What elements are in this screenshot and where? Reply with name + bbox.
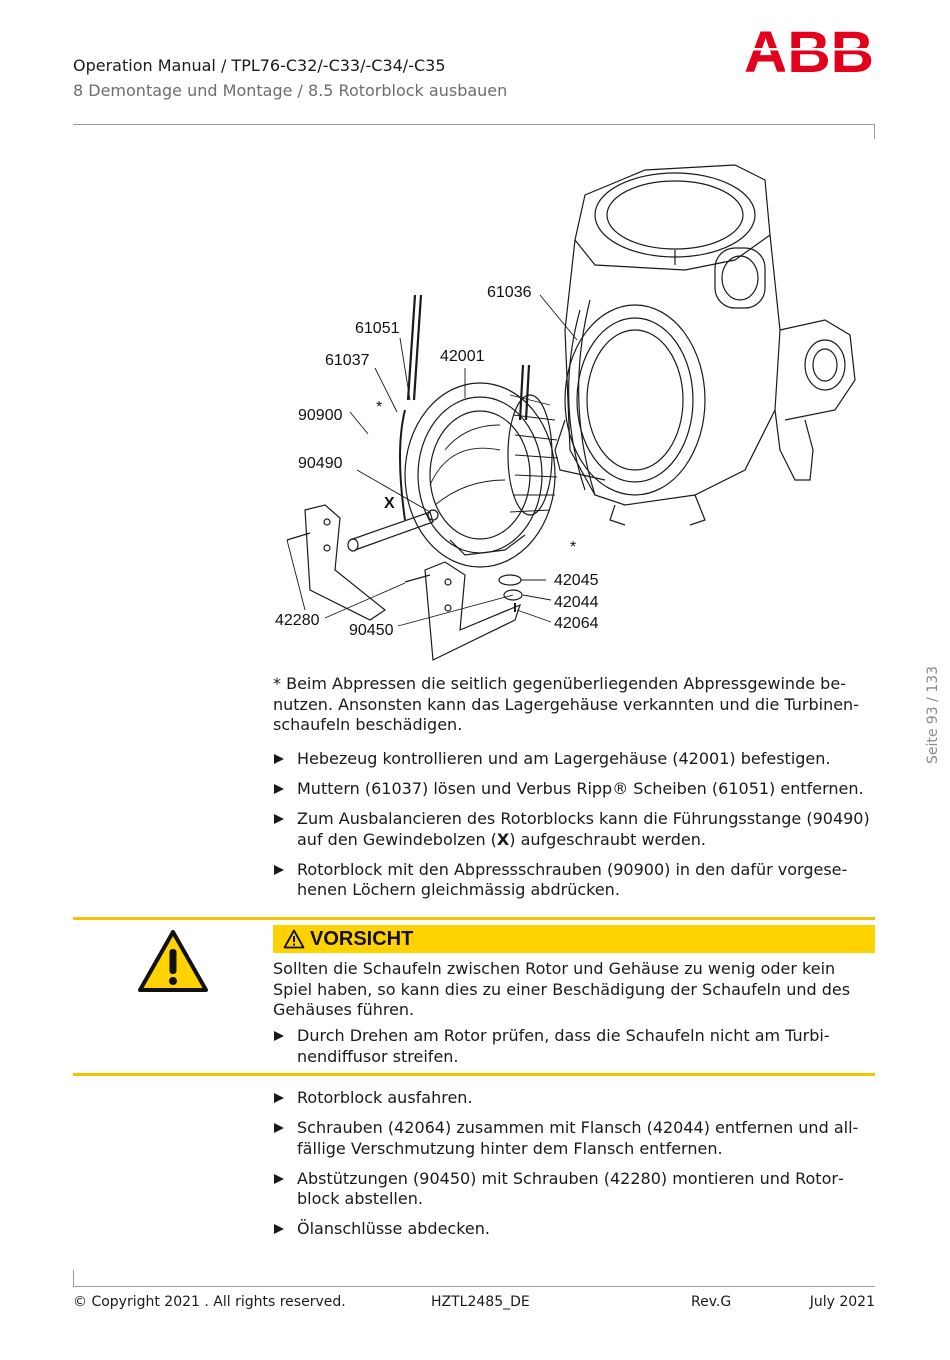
warning-bottom-rule [73, 1073, 875, 1076]
bullet-arrow-icon [274, 864, 284, 875]
bullet-arrow-icon [274, 1123, 284, 1133]
lifting-chain-drawing [406, 294, 531, 421]
callout-42044: 42044 [554, 594, 599, 611]
guide-rod-drawing [347, 509, 439, 552]
list-item: Ölanschlüsse abdecken. [273, 1219, 875, 1240]
warning-top-rule [73, 917, 875, 920]
header-rule-tick [874, 124, 875, 139]
list-item: Zum Ausbalancieren des Rotorblocks kann … [273, 809, 875, 850]
bullet-arrow-icon [274, 1031, 284, 1041]
list-item: Abstützungen (90450) mit Schrauben (4228… [273, 1169, 875, 1210]
support-right-drawing [404, 561, 521, 661]
footer-date: July 2021 [809, 1294, 875, 1310]
callout-x: X [384, 495, 395, 512]
bullet-arrow-icon [274, 1173, 284, 1184]
bullet-arrow-icon [274, 1224, 284, 1234]
callout-61051: 61051 [355, 320, 400, 337]
callout-42280: 42280 [275, 612, 320, 629]
bullet-arrow-icon [274, 1093, 284, 1103]
callout-42001: 42001 [440, 348, 485, 365]
warning-label: VORSICHT [310, 927, 414, 950]
callout-90450: 90450 [349, 622, 394, 639]
callout-42045: 42045 [554, 572, 599, 589]
page-number: Seite 93 / 133 [925, 665, 941, 765]
callout-61036: 61036 [487, 284, 532, 301]
instruction-list-1: Hebezeug kontrollieren und am Lagergehäu… [273, 749, 875, 910]
list-item: Rotorblock ausfahren. [273, 1088, 875, 1109]
callout-61037: 61037 [325, 352, 370, 369]
footer-rule [73, 1286, 875, 1287]
abb-logo: ABB [743, 25, 875, 75]
list-item: Durch Drehen am Rotor prüfen, dass die S… [273, 1026, 875, 1067]
callout-star-right: * [570, 539, 576, 556]
warning-instruction-list: Durch Drehen am Rotor prüfen, dass die S… [273, 1026, 875, 1077]
bullet-arrow-icon [274, 754, 284, 764]
document-title: Operation Manual / TPL76-C32/-C33/-C34/-… [73, 56, 446, 75]
list-item: Hebezeug kontrollieren und am Lagergehäu… [273, 749, 875, 770]
list-item: Rotorblock mit den Abpressschrauben (909… [273, 860, 875, 901]
warning-text: Sollten die Schaufeln zwischen Rotor und… [273, 959, 851, 1019]
instruction-list-2: Rotorblock ausfahren. Schrauben (42064) … [273, 1088, 875, 1249]
list-item: Muttern (61037) lösen und Verbus Ripp® S… [273, 779, 875, 800]
footer-rule-tick [73, 1270, 74, 1286]
footer-doc-id: HZTL2485_DE [431, 1294, 530, 1310]
bullet-arrow-icon [274, 814, 284, 824]
callout-90490: 90490 [298, 455, 343, 472]
rotor-block-figure: 61036 61051 61037 42001 90900 90490 X * … [265, 150, 875, 670]
rotor-block-assembly-drawing [399, 382, 559, 568]
warning-small-icon [283, 929, 305, 949]
support-left-drawing [286, 504, 387, 621]
section-breadcrumb: 8 Demontage und Montage / 8.5 Rotorblock… [73, 81, 508, 100]
header-rule [73, 124, 875, 125]
callout-leaders [286, 294, 578, 627]
list-item: Schrauben (42064) zusammen mit Flansch (… [273, 1118, 875, 1159]
warning-triangle-icon [138, 930, 208, 992]
callout-star-top: * [376, 399, 382, 416]
callout-90900: 90900 [298, 407, 343, 424]
rotor-block-drawing: 61036 61051 61037 42001 90900 90490 X * … [275, 164, 856, 661]
callout-42064: 42064 [554, 615, 599, 632]
warning-header: VORSICHT [273, 925, 875, 953]
flange-parts-drawing [498, 574, 523, 612]
footer-revision: Rev.G [691, 1294, 732, 1310]
footer-copyright: © Copyright 2021 . All rights reserved. [73, 1294, 346, 1310]
figure-note: * Beim Abpressen die seitlich gegenüberl… [273, 674, 859, 734]
turbine-casing-drawing [554, 164, 856, 526]
bullet-arrow-icon [274, 784, 284, 794]
